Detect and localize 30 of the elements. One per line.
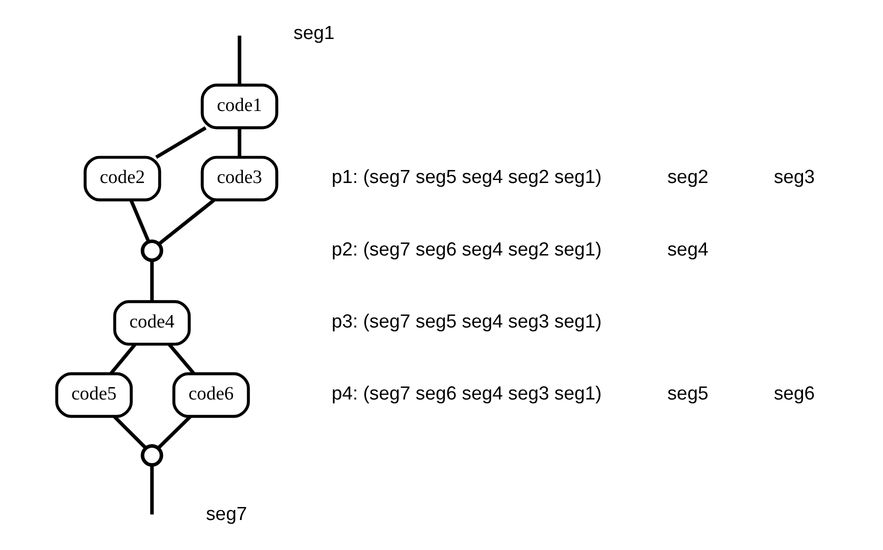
label: seg7 [206, 504, 247, 526]
label: seg4 [667, 239, 708, 260]
connector [113, 415, 147, 450]
node-circle [140, 240, 164, 262]
node-box: code1 [200, 84, 278, 130]
node-circle [140, 444, 164, 467]
node-box: code5 [55, 372, 133, 418]
label: p3: (seg7 seg5 seg4 seg3 seg1) [332, 311, 602, 332]
label: seg2 [667, 167, 708, 188]
node-box: code3 [200, 156, 278, 202]
connector [150, 465, 154, 514]
connector [157, 415, 192, 450]
connector [150, 260, 154, 302]
label: seg3 [774, 167, 815, 188]
node-box: code4 [113, 300, 191, 346]
connector [155, 126, 207, 159]
connector [238, 128, 242, 158]
connector [238, 36, 242, 86]
label: p2: (seg7 seg6 seg4 seg2 seg1) [332, 239, 602, 260]
connector [168, 343, 196, 375]
label: p4: (seg7 seg6 seg4 seg3 seg1) [332, 384, 602, 405]
label: seg6 [774, 384, 815, 405]
connector [110, 343, 137, 375]
connector [129, 199, 150, 242]
label: seg5 [667, 384, 708, 405]
node-box: code6 [172, 372, 250, 418]
label: seg1 [294, 22, 335, 44]
connector [158, 198, 216, 246]
node-box: code2 [84, 156, 162, 202]
label: p1: (seg7 seg5 seg4 seg2 seg1) [332, 167, 602, 188]
